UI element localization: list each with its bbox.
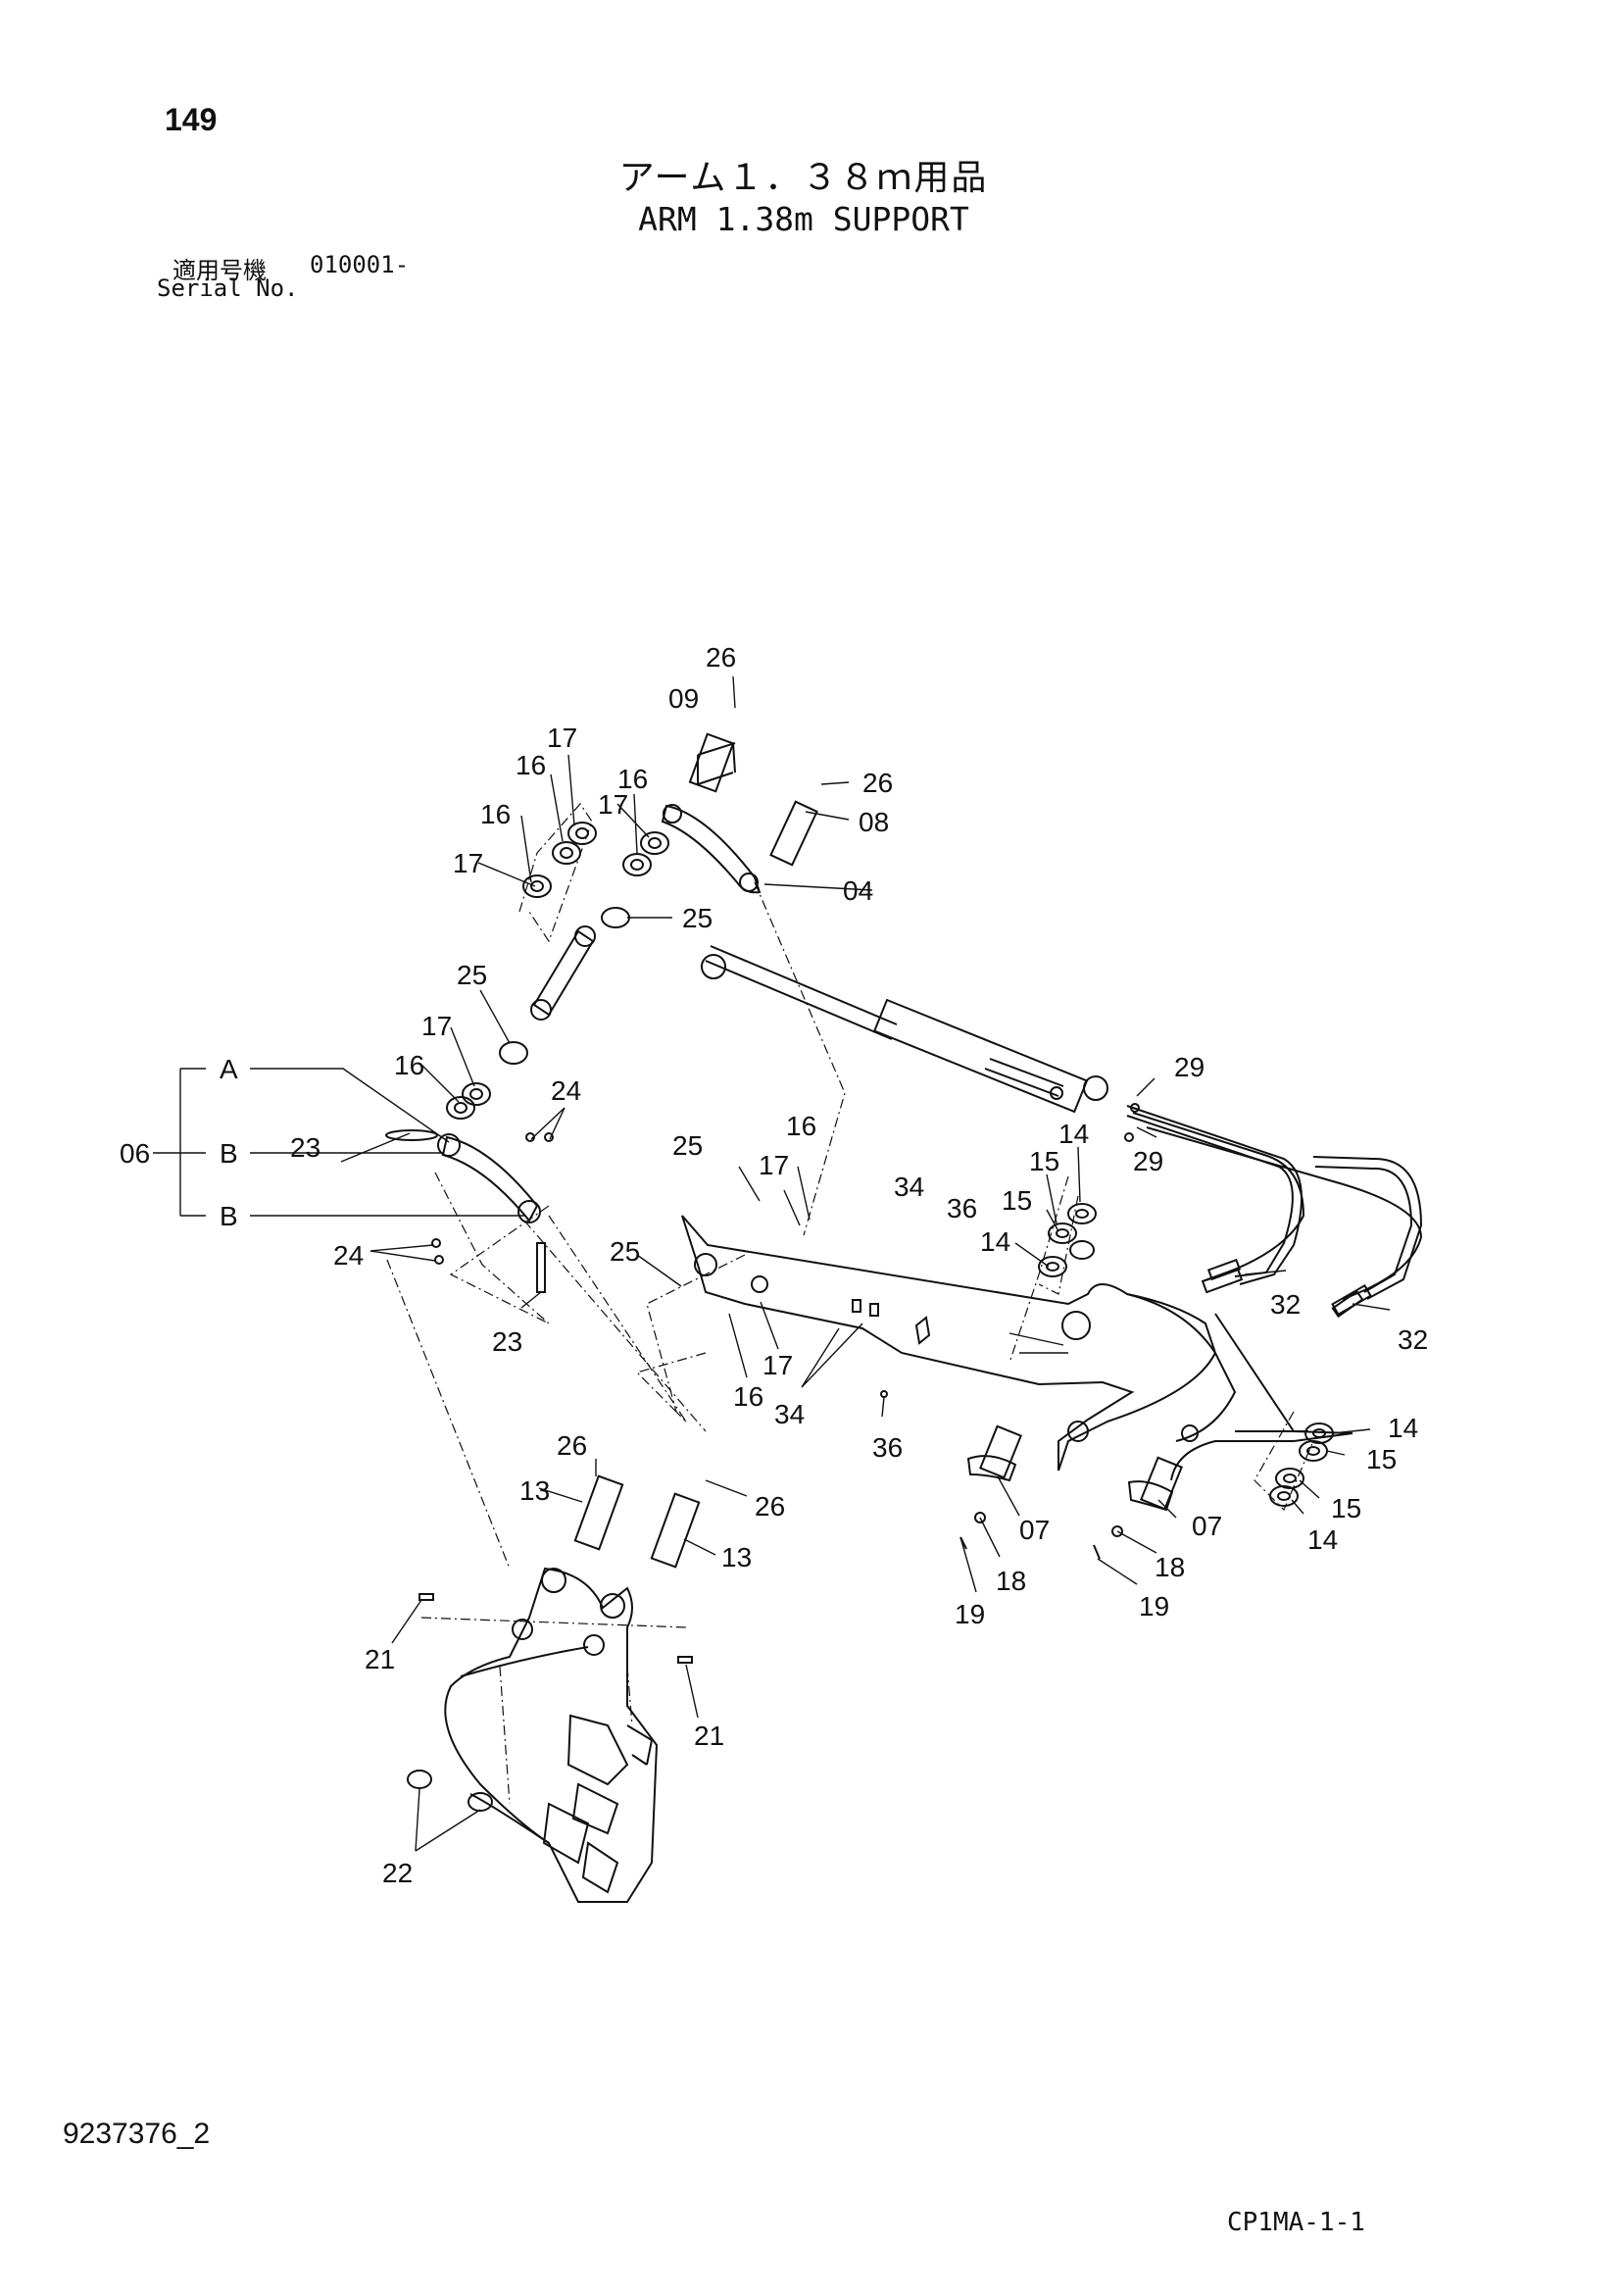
drawing-number: 9237376_2 [63, 2118, 211, 2150]
callout-26: 26 [862, 768, 893, 798]
bucket [407, 1567, 693, 1903]
callout-15: 15 [1366, 1444, 1397, 1474]
washers-upper [522, 822, 669, 928]
hoses-32 [1132, 1112, 1423, 1317]
callout-09: 09 [668, 683, 699, 714]
title-japanese: アーム１．３８ｍ用品 [618, 158, 989, 198]
callout-17: 17 [598, 789, 628, 820]
callout-34: 34 [774, 1399, 805, 1429]
link-04 [661, 804, 762, 894]
callout-16: 16 [786, 1111, 816, 1141]
callout-16: 16 [394, 1050, 424, 1080]
callout-17: 17 [421, 1011, 452, 1041]
callout-25: 25 [457, 960, 487, 990]
callout-06: 06 [120, 1138, 150, 1169]
callout-14: 14 [1307, 1524, 1338, 1555]
callout-25: 25 [672, 1130, 703, 1161]
callout-16: 16 [516, 750, 546, 780]
callout-13: 13 [519, 1475, 550, 1506]
callout-15: 15 [1002, 1185, 1032, 1216]
callout-36: 36 [872, 1432, 903, 1463]
callout-bracket-06 [153, 1068, 524, 1217]
callout-24: 24 [551, 1075, 581, 1106]
callout-14: 14 [1058, 1119, 1089, 1149]
callout-17: 17 [759, 1150, 789, 1180]
callout-23: 23 [492, 1326, 522, 1357]
callout-32: 32 [1270, 1289, 1301, 1320]
arm-body [681, 1215, 1353, 1481]
callout-36: 36 [947, 1193, 977, 1223]
callout-17: 17 [547, 723, 577, 753]
callout-16: 16 [733, 1381, 763, 1412]
callout-04: 04 [843, 875, 873, 906]
callout-25: 25 [682, 903, 713, 933]
serial-value: 010001- [310, 251, 410, 278]
callout-B: B [220, 1138, 238, 1169]
callout-07: 07 [1019, 1515, 1050, 1545]
callout-34: 34 [894, 1172, 924, 1202]
callout-16: 16 [480, 799, 511, 829]
center-lines [386, 803, 1314, 1805]
callout-14: 14 [980, 1226, 1010, 1257]
callout-22: 22 [382, 1858, 413, 1888]
callout-29: 29 [1174, 1052, 1205, 1082]
callout-labels: 26 09 26 08 04 17 16 16 17 16 17 25 25 1… [120, 642, 1428, 1888]
title-english: ARM 1.38m SUPPORT [638, 200, 969, 238]
pin-08 [769, 800, 818, 867]
callout-25: 25 [610, 1236, 640, 1267]
pins-13 [573, 1474, 701, 1569]
callout-19: 19 [955, 1599, 985, 1629]
callout-21: 21 [365, 1644, 395, 1674]
callout-08: 08 [859, 807, 889, 837]
callout-26: 26 [557, 1430, 587, 1461]
callout-17: 17 [762, 1350, 793, 1380]
pin-09 [688, 732, 736, 793]
washers-right [1038, 1195, 1334, 1507]
callout-29: 29 [1133, 1146, 1163, 1176]
callout-24: 24 [333, 1240, 364, 1271]
page-number: 149 [165, 102, 218, 137]
pins-07 [959, 1424, 1183, 1560]
callout-21: 21 [694, 1721, 724, 1751]
callout-18: 18 [1155, 1552, 1185, 1582]
serial-label-japanese: 適用号機 [172, 257, 267, 284]
callout-32: 32 [1398, 1324, 1428, 1355]
callout-15: 15 [1029, 1146, 1059, 1176]
page-code: CP1MA-1-1 [1227, 2208, 1365, 2237]
callout-13: 13 [721, 1542, 752, 1572]
cylinder-rod-link [446, 925, 596, 1120]
callout-26: 26 [755, 1491, 785, 1522]
callout-A: A [220, 1054, 238, 1084]
callout-07: 07 [1192, 1511, 1222, 1541]
callout-18: 18 [996, 1566, 1026, 1596]
callout-17: 17 [453, 848, 483, 878]
callout-23: 23 [290, 1132, 320, 1163]
callout-B: B [220, 1201, 238, 1231]
callout-16: 16 [617, 764, 648, 794]
leader-lines [340, 675, 1391, 1852]
callout-15: 15 [1331, 1493, 1361, 1523]
serial-label-english: Serial No. [157, 275, 299, 302]
callout-26: 26 [706, 642, 736, 673]
callout-19: 19 [1139, 1591, 1169, 1622]
callout-14: 14 [1388, 1413, 1418, 1443]
link-06 [385, 1129, 554, 1293]
